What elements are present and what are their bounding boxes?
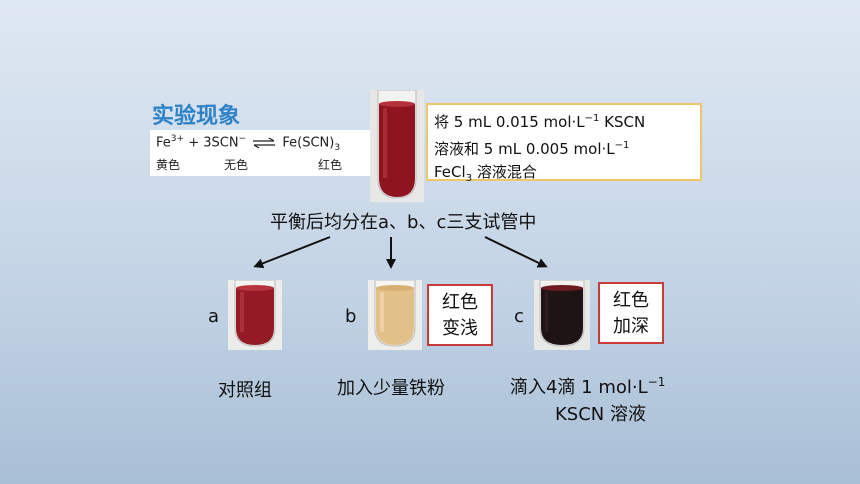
tube-a-caption: 对照组 xyxy=(218,380,272,401)
main-test-tube-photo xyxy=(370,90,424,202)
tube-b-caption: 加入少量铁粉 xyxy=(337,378,445,399)
procedure-line-1: 将 5 mL 0.015 mol·L−1 KSCN xyxy=(434,113,646,131)
color-label-colorless: 无色 xyxy=(224,158,249,172)
tube-c-result-box: 红色 加深 xyxy=(598,282,664,344)
arrow-to-c-icon xyxy=(484,236,548,268)
procedure-box: 将 5 mL 0.015 mol·L−1 KSCN 溶液和 5 mL 0.005… xyxy=(426,103,702,184)
tube-c-photo xyxy=(534,280,590,350)
balance-description: 平衡后均分在a、b、c三支试管中 xyxy=(270,212,537,233)
tube-c-caption-line-1: 滴入4滴 1 mol·L−1 xyxy=(510,375,666,398)
tube-a-photo xyxy=(228,280,282,350)
color-label-red: 红色 xyxy=(318,158,343,172)
tube-c-label: c xyxy=(514,306,524,327)
procedure-line-2: 溶液和 5 mL 0.005 mol·L−1 xyxy=(434,140,630,158)
arrow-to-a-icon xyxy=(253,236,331,269)
tube-b-result-box: 红色 变浅 xyxy=(427,284,493,346)
tube-c-caption-line-2: KSCN 溶液 xyxy=(555,404,646,425)
procedure-line-3: FeCl3 溶液混合 xyxy=(434,163,537,184)
equilibrium-equation: Fe3+ + 3SCN− Fe(SCN)3 xyxy=(156,134,341,153)
tube-a-label: a xyxy=(208,306,220,327)
section-heading: 实验现象 xyxy=(152,104,241,129)
equation-box: Fe3+ + 3SCN− Fe(SCN)3 黄色 无色 红色 xyxy=(150,130,372,176)
tube-b-label: b xyxy=(345,306,357,327)
tube-b-photo xyxy=(368,280,422,350)
color-label-yellow: 黄色 xyxy=(156,158,181,172)
equilibrium-arrow-icon xyxy=(253,137,276,149)
